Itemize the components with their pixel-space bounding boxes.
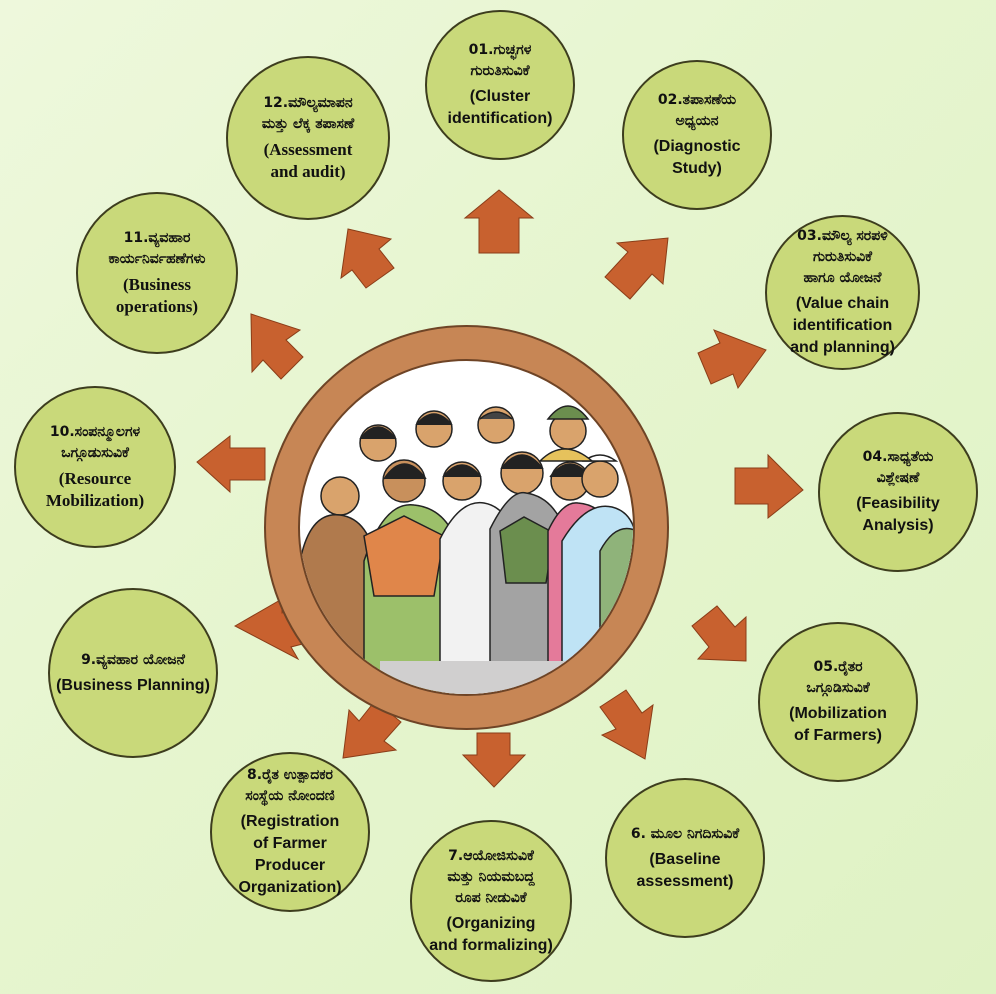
step-12-kannada-label: 12.ಮೌಲ್ಯಮಾಪನ ಮತ್ತು ಲೆಕ್ಕ ತಪಾಸಣೆ — [261, 95, 355, 132]
step-02-kannada-label: 02.ತಪಾಸಣೆಯ ಅಧ್ಯಯನ — [657, 92, 737, 129]
step-node-09-business-planning: 9.ವ್ಯವಹಾರ ಯೋಜನೆ (Business Planning) — [48, 588, 218, 758]
step-09-kannada-label: 9.ವ್ಯವಹಾರ ಯೋಜನೆ — [81, 651, 185, 668]
arrow-icon-12 — [340, 228, 395, 289]
arrow-icon-02 — [604, 237, 669, 300]
step-node-10-resource-mobilization: 10.ಸಂಪನ್ಮೂಲಗಳ ಒಗ್ಗೂಡುಸುವಿಕೆ (Resource Mo… — [14, 386, 176, 548]
step-01-kannada-label: 01.ಗುಚ್ಛಗಳ ಗುರುತಿಸುವಿಕೆ — [468, 42, 532, 79]
step-09-english-label: (Business Planning) — [56, 676, 210, 694]
step-10-english-label: (Resource Mobilization) — [45, 469, 145, 510]
step-node-05-mobilization-of-farmers: 05.ರೈತರ ಒಗ್ಗೂಡಿಸುವಿಕೆ (Mobilization of F… — [758, 622, 918, 782]
step-node-06-baseline-assessment: 6. ಮೂಲ ನಿಗದಿಸುವಿಕೆ (Baseline assessment) — [605, 778, 765, 938]
arrow-icon-03 — [697, 329, 767, 390]
arrow-icon-06 — [599, 689, 654, 760]
step-12-english-label: (Assessment and audit) — [263, 140, 353, 181]
step-node-02-diagnostic-study: 02.ತಪಾಸಣೆಯ ಅಧ್ಯಯನ (Diagnostic Study) — [622, 60, 772, 210]
farmers-group-illustration — [300, 405, 633, 694]
step-05-english-label: (Mobilization of Farmers) — [789, 705, 887, 744]
step-02-english-label: (Diagnostic Study) — [653, 138, 741, 177]
step-node-08-fpo-registration: 8.ರೈತ ಉತ್ಪಾದಕರ ಸಂಸ್ಥೆಯ ನೋಂದಣಿ (Registrat… — [210, 752, 370, 912]
arrow-icon-04 — [734, 453, 804, 520]
step-10-kannada-label: 10.ಸಂಪನ್ಮೂಲಗಳ ಒಗ್ಗೂಡುಸುವಿಕೆ — [49, 424, 141, 461]
step-node-07-organizing-and-formalizing: 7.ಆಯೋಜಿಸುವಿಕೆ ಮತ್ತು ನಿಯಮಬದ್ದ ರೂಪ ನೀಡುವಿಕ… — [410, 820, 572, 982]
step-08-english-label: (Registration of Farmer Producer Organiz… — [238, 813, 342, 896]
step-06-kannada-label: 6. ಮೂಲ ನಿಗದಿಸುವಿಕೆ — [630, 825, 740, 842]
step-01-english-label: (Cluster identification) — [447, 88, 553, 127]
arrow-icon-10 — [196, 434, 266, 494]
arrow-icon-07 — [461, 732, 527, 788]
step-07-english-label: (Organizing and formalizing) — [429, 914, 553, 954]
step-node-12-assessment-and-audit: 12.ಮೌಲ್ಯಮಾಪನ ಮತ್ತು ಲೆಕ್ಕ ತಪಾಸಣೆ (Assessm… — [226, 56, 390, 220]
hub-illustration — [298, 359, 635, 696]
step-04-kannada-label: 04.ಸಾಧ್ಯತೆಯ ವಿಶ್ಲೇಷಣೆ — [862, 449, 934, 486]
step-node-03-value-chain: 03.ಮೌಲ್ಯ ಸರಪಳಿ ಗುರುತಿಸುವಿಕೆ ಹಾಗೂ ಯೋಜನೆ (… — [765, 215, 920, 370]
step-node-01-cluster-identification: 01.ಗುಚ್ಛಗಳ ಗುರುತಿಸುವಿಕೆ (Cluster identif… — [425, 10, 575, 160]
step-04-english-label: (Feasibility Analysis) — [856, 495, 940, 534]
step-08-kannada-label: 8.ರೈತ ಉತ್ಪಾದಕರ ಸಂಸ್ಥೆಯ ನೋಂದಣಿ — [245, 767, 335, 804]
arrow-icon-01 — [463, 189, 535, 254]
arrow-icon-05 — [691, 605, 747, 662]
step-03-english-label: (Value chain identification and planning… — [790, 295, 895, 356]
step-06-english-label: (Baseline assessment) — [636, 850, 734, 890]
step-07-kannada-label: 7.ಆಯೋಜಿಸುವಿಕೆ ಮತ್ತು ನಿಯಮಬದ್ದ ರೂಪ ನೀಡುವಿಕ… — [447, 847, 535, 906]
step-node-11-business-operations: 11.ವ್ಯವಹಾರ ಕಾರ್ಯನಿರ್ವಹಣೆಗಳು (Business op… — [76, 192, 238, 354]
step-05-kannada-label: 05.ರೈತರ ಒಗ್ಗೂಡಿಸುವಿಕೆ — [806, 659, 870, 696]
step-node-04-feasibility-analysis: 04.ಸಾಧ್ಯತೆಯ ವಿಶ್ಲೇಷಣೆ (Feasibility Analy… — [818, 412, 978, 572]
step-11-english-label: (Business operations) — [115, 275, 199, 316]
arrow-icon-11 — [250, 313, 304, 380]
step-11-kannada-label: 11.ವ್ಯವಹಾರ ಕಾರ್ಯನಿರ್ವಹಣೆಗಳು — [108, 230, 206, 267]
step-03-kannada-label: 03.ಮೌಲ್ಯ ಸರಪಳಿ ಗುರುತಿಸುವಿಕೆ ಹಾಗೂ ಯೋಜನೆ — [797, 228, 888, 286]
